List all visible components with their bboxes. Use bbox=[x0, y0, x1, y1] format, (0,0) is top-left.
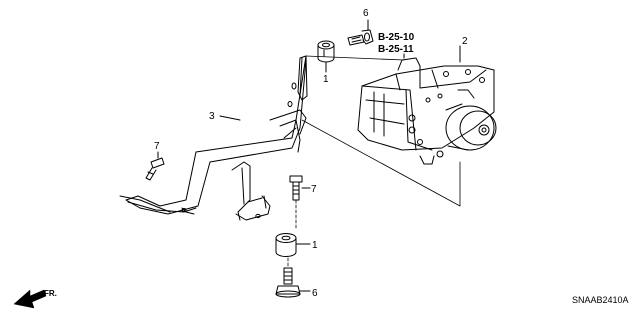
diagram-code: SNAAB2410A bbox=[572, 295, 629, 305]
bolt-part-right bbox=[289, 175, 303, 201]
callout-7-left: 7 bbox=[154, 141, 160, 152]
bolt-part-top bbox=[347, 29, 374, 46]
callout-1-bottom: 1 bbox=[312, 240, 318, 251]
callout-6-top: 6 bbox=[363, 8, 369, 19]
cushion-part-top bbox=[317, 40, 335, 63]
reference-b-25-11[interactable]: B-25-11 bbox=[378, 44, 414, 55]
callout-6-bottom: 6 bbox=[312, 288, 318, 299]
reference-b-25-10[interactable]: B-25-10 bbox=[378, 32, 415, 43]
bolt-part-bottom bbox=[275, 267, 301, 298]
callout-7-right: 7 bbox=[311, 184, 317, 195]
leader-lines bbox=[157, 19, 461, 292]
bracket-part bbox=[119, 55, 308, 221]
reference-lines bbox=[287, 55, 461, 267]
front-direction-label: FR. bbox=[44, 289, 57, 298]
callout-3: 3 bbox=[209, 111, 215, 122]
bolt-part-left bbox=[145, 157, 165, 181]
modulator-part bbox=[357, 57, 497, 165]
callout-2: 2 bbox=[462, 36, 468, 47]
callout-1-top: 1 bbox=[323, 74, 329, 85]
cushion-part-bottom bbox=[275, 233, 297, 257]
front-direction-arrow-icon bbox=[13, 289, 47, 309]
